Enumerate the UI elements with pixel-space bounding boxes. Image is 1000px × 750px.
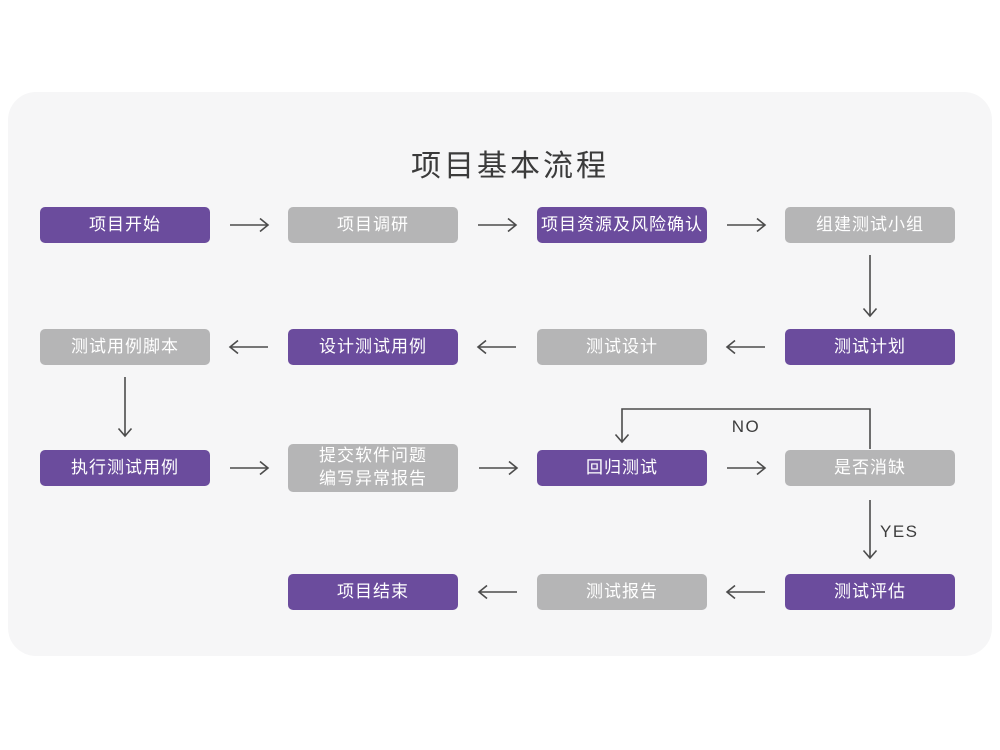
edge-label-yes: YES <box>880 522 919 541</box>
node-label: 项目资源及风险确认 <box>541 214 703 234</box>
node-execute-cases: 执行测试用例 <box>40 450 210 486</box>
node-label: 执行测试用例 <box>71 457 179 477</box>
flowchart-card <box>8 92 992 656</box>
node-label: 回归测试 <box>586 457 658 477</box>
node-test-report: 测试报告 <box>537 574 707 610</box>
node-test-evaluation: 测试评估 <box>785 574 955 610</box>
node-case-script: 测试用例脚本 <box>40 329 210 365</box>
node-label: 是否消缺 <box>834 457 906 477</box>
node-label: 项目结束 <box>337 581 409 601</box>
edge-label-no: NO <box>731 417 761 436</box>
node-design-cases: 设计测试用例 <box>288 329 458 365</box>
node-project-end: 项目结束 <box>288 574 458 610</box>
node-test-design: 测试设计 <box>537 329 707 365</box>
node-project-start: 项目开始 <box>40 207 210 243</box>
node-label: 组建测试小组 <box>816 214 924 234</box>
node-label: 提交软件问题 编写异常报告 <box>319 446 427 488</box>
node-label: 设计测试用例 <box>319 336 427 356</box>
node-regression-test: 回归测试 <box>537 450 707 486</box>
node-label: 测试报告 <box>586 581 658 601</box>
node-test-plan: 测试计划 <box>785 329 955 365</box>
node-build-team: 组建测试小组 <box>785 207 955 243</box>
node-label: 项目开始 <box>89 214 161 234</box>
node-label: 项目调研 <box>337 214 409 234</box>
node-label: 测试计划 <box>834 336 906 356</box>
node-resource-risk: 项目资源及风险确认 <box>537 207 707 243</box>
node-submit-issues: 提交软件问题 编写异常报告 <box>288 444 458 492</box>
node-label: 测试用例脚本 <box>71 336 179 356</box>
node-project-research: 项目调研 <box>288 207 458 243</box>
node-label: 测试设计 <box>586 336 658 356</box>
node-label: 测试评估 <box>834 581 906 601</box>
page-title: 项目基本流程 <box>411 150 609 183</box>
node-defect-check: 是否消缺 <box>785 450 955 486</box>
